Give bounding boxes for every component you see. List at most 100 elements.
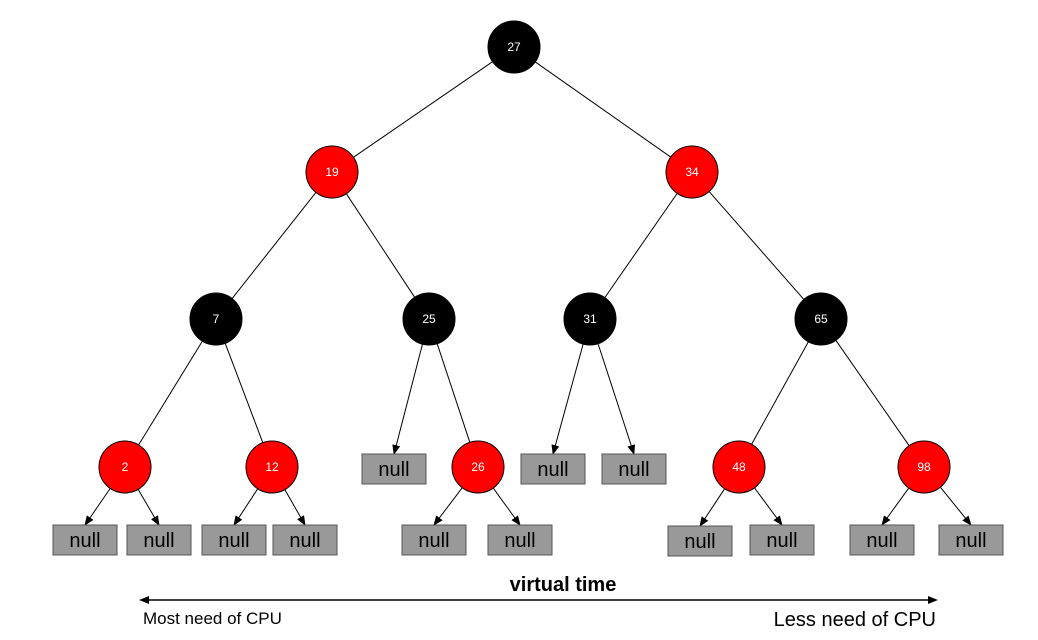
- null-leaf-label: null: [218, 530, 249, 552]
- null-edge-n98-z12: [881, 487, 910, 526]
- null-leaf-label: null: [866, 530, 897, 552]
- null-leaf: null: [272, 524, 338, 556]
- node-value-label: 34: [685, 165, 699, 179]
- tree-edges: [84, 61, 972, 527]
- red-node-circle: [665, 145, 719, 199]
- null-leaf-label: null: [955, 530, 986, 552]
- tree-node-26: 26: [451, 440, 505, 494]
- node-value-label: 2: [122, 460, 129, 474]
- node-value-label: 31: [583, 312, 597, 326]
- null-leaf-label: null: [618, 459, 649, 481]
- null-edge-n2-z1: [84, 488, 111, 526]
- tree-nodes: 27 19 34 7 25 31 65 2 12 26 48 98: [98, 20, 951, 494]
- tree-edge-n27-n34: [534, 61, 672, 158]
- node-value-label: 65: [814, 312, 828, 326]
- null-leaf-label: null: [289, 530, 320, 552]
- node-value-label: 48: [732, 460, 746, 474]
- node-value-label: 27: [507, 40, 521, 54]
- null-edge-n12-z4: [284, 489, 306, 526]
- null-leaf-box: [272, 524, 338, 556]
- tree-edge-n19-n7: [231, 192, 317, 299]
- null-edge-n98-z13: [939, 486, 972, 526]
- null-leaf: null: [938, 524, 1004, 556]
- axis-right-label: Less need of CPU: [774, 609, 936, 631]
- red-node-circle: [245, 440, 299, 494]
- tree-edge-n65-n48: [751, 341, 809, 445]
- tree-edge-n7-n2: [138, 340, 203, 446]
- null-leaf: null: [520, 453, 586, 485]
- null-leaf: null: [126, 524, 192, 556]
- node-value-label: 12: [265, 460, 279, 474]
- tree-node-25: 25: [402, 292, 456, 346]
- axis-left-label: Most need of CPU: [143, 609, 282, 628]
- null-edge-n25-z5: [392, 344, 423, 455]
- tree-node-31: 31: [563, 292, 617, 346]
- tree-node-19: 19: [305, 145, 359, 199]
- tree-node-34: 34: [665, 145, 719, 199]
- null-leaf-box: [401, 524, 467, 556]
- null-leaf-label: null: [69, 530, 100, 552]
- null-edge-n48-z11: [754, 487, 783, 526]
- tree-node-65: 65: [794, 292, 848, 346]
- null-leaf-box: [487, 524, 553, 556]
- null-leaf-box: [201, 524, 267, 556]
- null-leaf-label: null: [684, 531, 715, 553]
- null-leaf-label: null: [504, 530, 535, 552]
- null-leaf-label: null: [766, 530, 797, 552]
- null-leaf-box: [938, 524, 1004, 556]
- black-node-circle: [189, 292, 243, 346]
- tree-node-12: 12: [245, 440, 299, 494]
- null-leaf: null: [849, 524, 915, 556]
- tree-edge-n34-n65: [708, 191, 805, 300]
- null-leaf-box: [520, 453, 586, 485]
- null-leaf-box: [361, 453, 427, 485]
- tree-node-98: 98: [897, 440, 951, 494]
- null-leaf-box: [126, 524, 192, 556]
- red-node-circle: [305, 145, 359, 199]
- virtual-time-axis: virtual time Most need of CPU Less need …: [139, 574, 938, 631]
- tree-edge-n19-n25: [345, 193, 416, 298]
- null-leaves: null null null null null null null null null null…: [52, 453, 1004, 557]
- tree-edge-n27-n19: [353, 61, 493, 158]
- tree-edge-n7-n12: [224, 343, 264, 443]
- null-leaf-label: null: [418, 530, 449, 552]
- tree-node-7: 7: [189, 292, 243, 346]
- null-leaf-box: [52, 524, 118, 556]
- null-edge-n31-z9: [597, 343, 636, 455]
- null-leaf: null: [201, 524, 267, 556]
- tree-edge-n34-n31: [604, 193, 678, 298]
- null-leaf: null: [52, 524, 118, 556]
- tree-edge-n65-n98: [835, 340, 910, 446]
- tree-edge-n25-n26: [436, 343, 471, 443]
- null-edge-n2-z2: [137, 489, 160, 526]
- red-node-circle: [712, 440, 766, 494]
- null-edge-n12-z3: [233, 488, 259, 526]
- null-edge-n31-z8: [551, 343, 584, 455]
- red-node-circle: [451, 440, 505, 494]
- black-node-circle: [487, 20, 541, 74]
- node-value-label: 25: [422, 312, 436, 326]
- null-leaf-label: null: [537, 459, 568, 481]
- null-edge-n48-z10: [699, 488, 726, 527]
- node-value-label: 7: [213, 312, 220, 326]
- null-leaf-box: [667, 525, 733, 557]
- axis-left-arrowhead: [139, 596, 149, 604]
- null-leaf: null: [667, 525, 733, 557]
- node-value-label: 19: [325, 165, 339, 179]
- axis-title: virtual time: [510, 574, 617, 596]
- null-leaf: null: [401, 524, 467, 556]
- null-leaf-label: null: [378, 459, 409, 481]
- null-leaf: null: [487, 524, 553, 556]
- black-node-circle: [794, 292, 848, 346]
- null-leaf-box: [849, 524, 915, 556]
- null-leaf-box: [601, 453, 667, 485]
- axis-right-arrowhead: [928, 596, 938, 604]
- null-leaf-box: [749, 524, 815, 556]
- node-value-label: 26: [471, 460, 485, 474]
- null-edge-n26-z6: [433, 487, 463, 526]
- null-leaf: null: [601, 453, 667, 485]
- red-node-circle: [98, 440, 152, 494]
- tree-node-48: 48: [712, 440, 766, 494]
- red-node-circle: [897, 440, 951, 494]
